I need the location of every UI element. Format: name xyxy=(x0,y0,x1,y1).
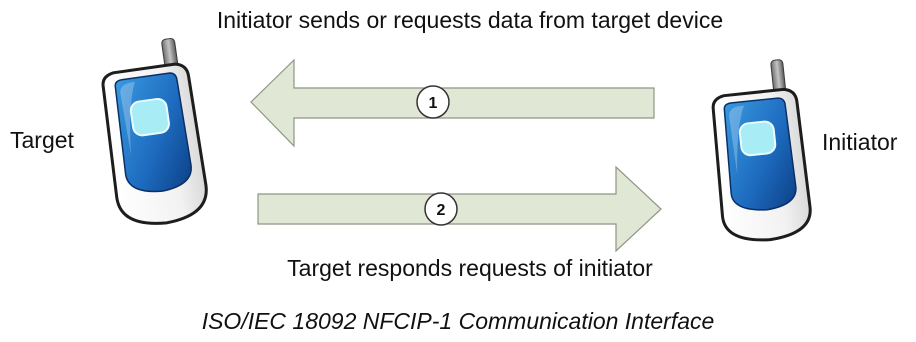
request-description: Initiator sends or requests data from ta… xyxy=(216,7,724,33)
step-2-badge: 2 xyxy=(424,192,458,226)
response-arrow xyxy=(257,165,662,253)
initiator-label: Initiator xyxy=(822,129,898,155)
figure-caption: ISO/IEC 18092 NFCIP-1 Communication Inte… xyxy=(201,308,715,334)
request-arrow xyxy=(250,58,655,148)
step-1-number: 1 xyxy=(429,95,438,112)
response-description: Target responds requests of initiator xyxy=(287,255,653,281)
target-phone-icon xyxy=(101,38,208,225)
step-1-badge: 1 xyxy=(416,85,450,119)
initiator-phone-icon xyxy=(711,59,812,242)
step-2-number: 2 xyxy=(437,202,446,219)
target-label: Target xyxy=(10,127,74,153)
